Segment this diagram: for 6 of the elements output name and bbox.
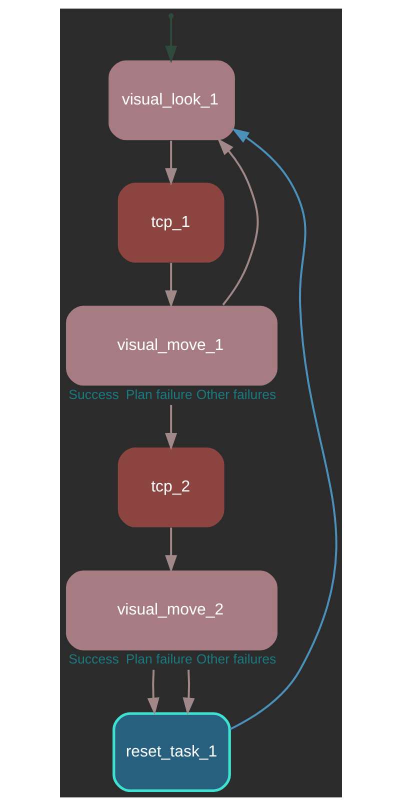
node-label: Plan failure — [126, 652, 192, 667]
node-label: Plan failure — [126, 386, 192, 402]
node-label: Other failures — [196, 652, 276, 667]
node-label: Success — [68, 652, 119, 667]
node-label: Success — [68, 386, 119, 402]
node-label: Other failures — [196, 386, 276, 402]
